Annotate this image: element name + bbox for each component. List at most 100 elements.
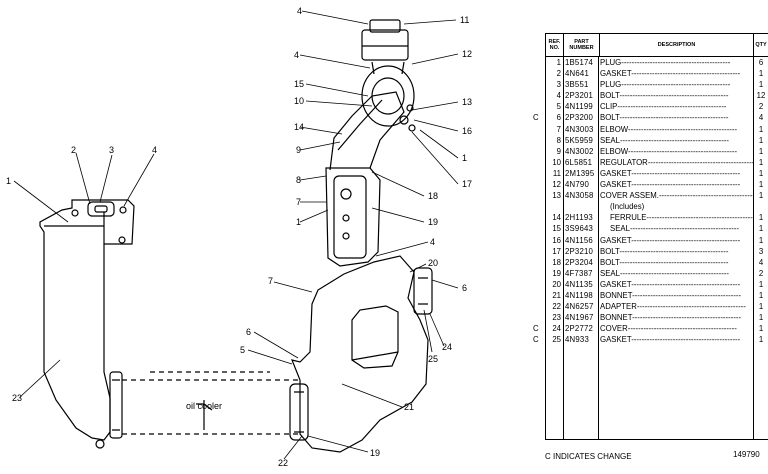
ref-no: 20 [552,279,561,289]
part-number: 4N1135 [565,279,593,289]
description-text: COVER [600,324,628,334]
part-number: 4N3058 [565,191,594,201]
callout: 10 [294,96,304,106]
callout: 23 [12,393,22,403]
part-number: 4F7387 [565,268,593,278]
callout: 11 [460,15,469,25]
description: GASKET----------------------------------… [600,235,741,245]
description: FERRULE---------------------------------… [610,213,754,223]
callout: 7 [296,197,301,207]
description: ELBOW-----------------------------------… [600,124,738,134]
ref-no: 18 [552,257,561,267]
quantity: 1 [758,146,764,156]
part-number: 4N3003 [565,124,594,134]
description: COVER ASSEM.----------------------------… [600,191,754,201]
quantity: 1 [758,80,764,90]
header-description: DESCRIPTION [600,34,754,56]
quantity: 1 [758,124,764,134]
description-text: FERRULE [610,213,647,223]
quantity: 1 [758,335,764,345]
table-row: 4 2P3201 BOLT-----------------------------… [546,90,768,101]
description-text: GASKET [600,69,632,79]
part-number: 2P3210 [565,246,594,256]
description-text: REGULATOR [600,157,648,167]
quantity: 1 [758,191,764,201]
description-text: BONNET [600,290,633,300]
quantity: 1 [758,180,764,190]
part-number: 2P3200 [565,113,594,123]
callout: 21 [404,402,414,412]
ref-no: 12 [552,180,561,190]
change-mark: C [533,335,539,345]
ref-no: 17 [552,246,561,256]
ref-no: 9 [556,146,561,156]
description-text: PLUG [600,58,622,67]
callout: 4 [297,6,302,16]
oil-cooler-label: oil cooler [186,401,222,411]
quantity: 1 [758,213,764,223]
quantity: 1 [758,313,764,323]
callout: 16 [462,126,472,136]
description: CLIP------------------------------------… [600,102,727,112]
part-number: 3B551 [565,80,589,90]
ref-no: 5 [556,102,561,112]
callout: 12 [462,49,472,59]
table-row: 12 4N790 GASKET---------------------------… [546,179,768,190]
ref-no: 22 [552,302,561,312]
ref-no [546,201,563,212]
description-text: GASKET [600,235,632,245]
description-text: GASKET [600,335,632,345]
callout: 1 [296,217,301,227]
callout: 19 [428,217,438,227]
description-text: GASKET [600,180,632,190]
callout: 4 [430,237,435,247]
ref-no: 4 [556,91,561,101]
callout: 25 [428,354,438,364]
part-number: 4N933 [565,335,589,345]
part-number: 2P3201 [565,91,594,101]
description: GASKET----------------------------------… [600,180,741,190]
description-text: BOLT [600,246,620,256]
part-number: 4N1967 [565,313,594,323]
description-text: SEAL [600,268,620,278]
quantity: 1 [758,290,764,300]
description: SEAL------------------------------------… [600,135,730,145]
description: SEAL------------------------------------… [610,224,740,234]
description: BOLT------------------------------------… [600,113,729,123]
quantity: 2 [758,102,764,112]
callout: 13 [462,97,472,107]
parts-diagram: 4 11 12 4 15 13 10 16 14 9 1 8 17 7 18 1… [6,6,472,468]
callout: 15 [294,79,304,89]
elbow-drawing [325,167,381,267]
ref-no: 1 [556,58,561,67]
description-text: (Includes) [610,202,645,212]
quantity: 2 [758,268,764,278]
quantity [754,201,768,212]
description-text: PLUG [600,80,622,90]
description: BOLT------------------------------------… [600,91,729,101]
description: ADAPTER---------------------------------… [600,302,746,312]
description: GASKET----------------------------------… [600,69,741,79]
quantity: 1 [758,168,764,178]
quantity: 6 [758,58,764,67]
change-indicator-note: C INDICATES CHANGE [545,452,632,461]
part-number: 4N790 [565,180,589,190]
part-number: 4N1156 [565,235,593,245]
part-number: 2H1193 [565,213,593,223]
change-mark: C [533,113,539,123]
callout: 6 [462,283,467,293]
description-text: COVER ASSEM. [600,191,659,201]
